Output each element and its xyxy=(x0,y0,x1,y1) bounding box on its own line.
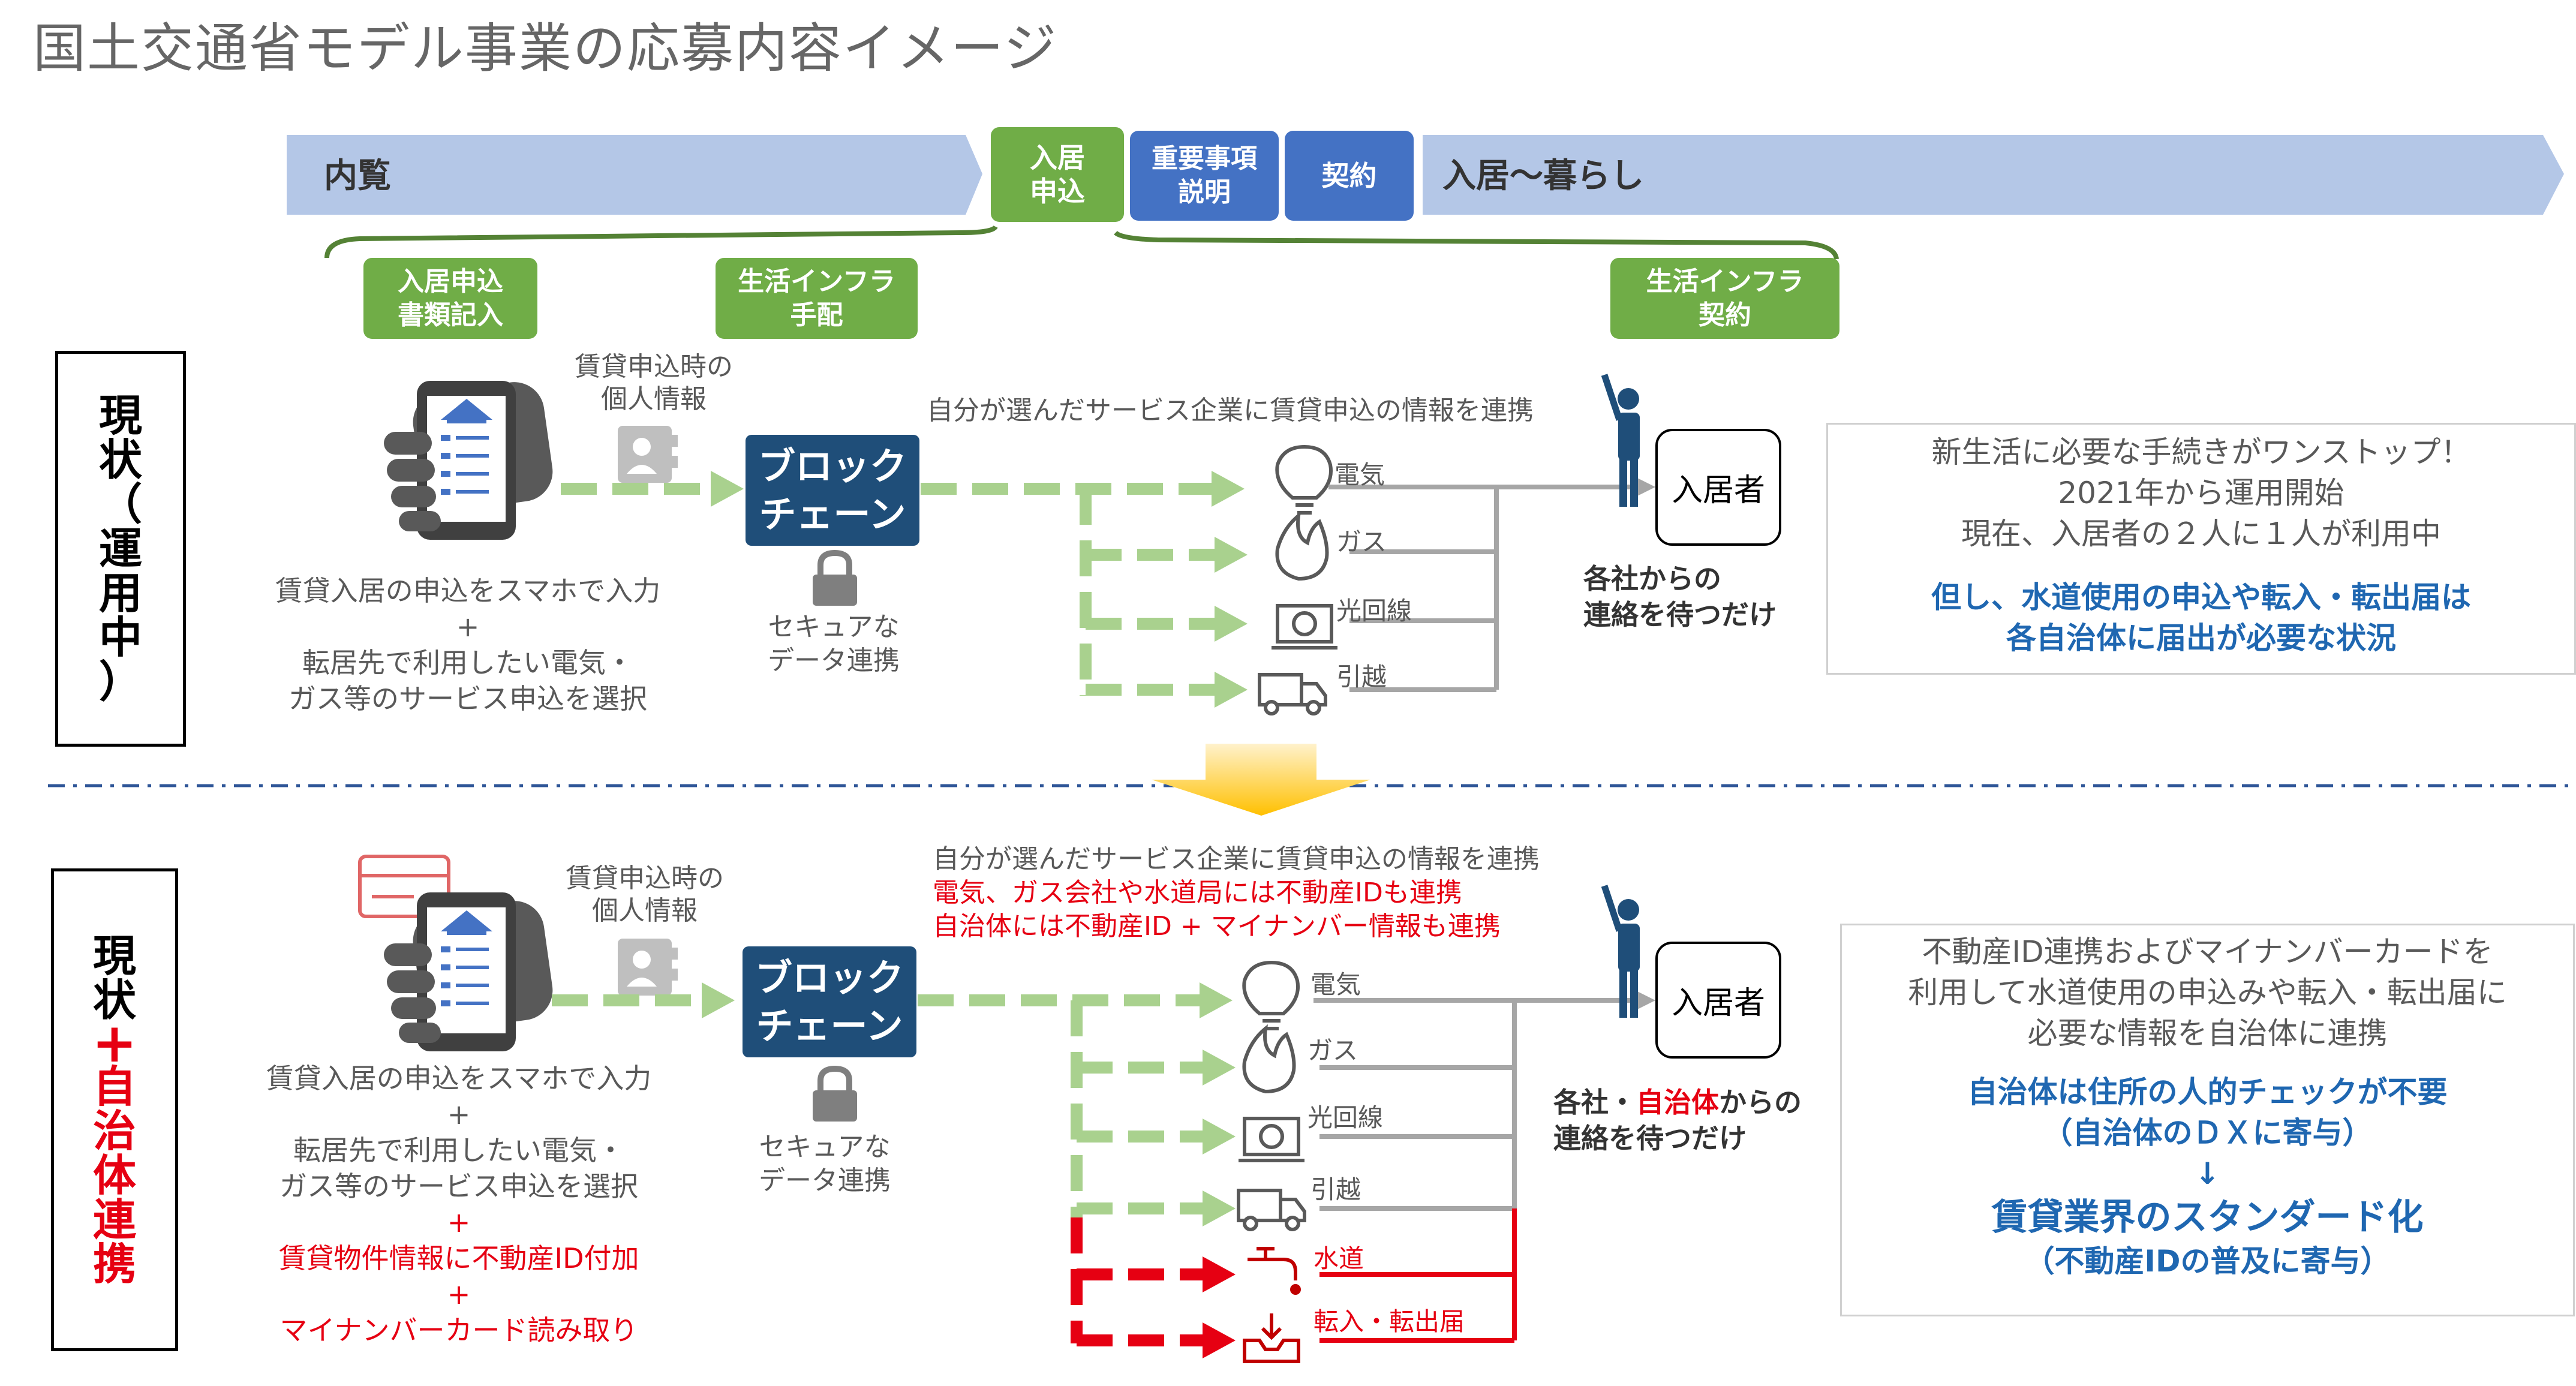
bulb-icon xyxy=(1275,444,1333,515)
flow-apply-box: 入居申込 xyxy=(991,127,1124,222)
proposal-blockchain-box: ブロックチェーン xyxy=(743,946,916,1057)
service-moving-notice: 転入・転出届 xyxy=(1313,1307,1465,1336)
proposal-wait-text: 各社・自治体からの 連絡を待つだけ xyxy=(1553,1086,1802,1155)
current-gray-lines xyxy=(1328,485,1631,692)
brace-right xyxy=(1114,230,1839,260)
proposal-red-lines xyxy=(1319,1208,1517,1343)
flame-icon xyxy=(1275,511,1329,581)
proposal-red-arrows xyxy=(1071,1217,1203,1346)
step-infra-contract-box: 生活インフラ契約 xyxy=(1610,258,1839,339)
service-fiber-2: 光回線 xyxy=(1307,1103,1384,1132)
proposal-info-box: 不動産ID連携およびマイナンバーカードを 利用して水道使用の申込みや転入・転出届… xyxy=(1840,924,2575,1316)
proposal-red-arrowheads xyxy=(1203,1256,1236,1358)
current-phone-desc: 賃貸入居の申込をスマホで入力 + 転居先で利用したい電気・ ガス等のサービス申込… xyxy=(275,575,661,715)
service-moving: 引越 xyxy=(1336,662,1387,692)
contact-card-icon-2 xyxy=(618,939,678,996)
lock-icon-2 xyxy=(813,1065,857,1122)
phone-hand-icon xyxy=(384,381,553,540)
page-title: 国土交通省モデル事業の応募内容イメージ xyxy=(33,17,1058,79)
flow-living-arrow xyxy=(1423,135,2564,215)
service-gas: ガス xyxy=(1336,527,1387,557)
current-wait-text: 各社からの連絡を待つだけ xyxy=(1583,563,1777,631)
current-info-box: 新生活に必要な手続きがワンストップ！ 2021年から運用開始 現在、入居者の２人… xyxy=(1826,423,2576,675)
current-blockchain-box: ブロックチェーン xyxy=(746,435,919,546)
service-moving-2: 引越 xyxy=(1310,1175,1361,1204)
step-infra-arrange-box: 生活インフラ手配 xyxy=(716,258,918,339)
proposal-personal-info: 賃貸申込時の個人情報 xyxy=(566,863,724,926)
inbox-icon xyxy=(1243,1313,1300,1363)
flow-viewing: 内覧 xyxy=(324,157,391,196)
proposal-service-notes: 自分が選んだサービス企業に賃貸申込の情報を連携 電気、ガス会社や水道局には不動産… xyxy=(933,844,1540,942)
proposal-gray-lines xyxy=(1313,998,1631,1211)
bulb-icon-2 xyxy=(1242,960,1300,1030)
truck-icon xyxy=(1258,673,1327,715)
service-gas-2: ガス xyxy=(1307,1036,1358,1065)
brace-left xyxy=(324,225,998,258)
service-fiber: 光回線 xyxy=(1336,596,1412,626)
step-form-box: 入居申込書類記入 xyxy=(363,258,537,339)
current-green-arrows xyxy=(561,483,1215,696)
current-side-label: 現 状 （ 運 用 中 ） xyxy=(55,351,186,747)
contact-card-icon xyxy=(618,426,678,483)
person-raising-hand-icon xyxy=(1601,374,1640,507)
current-service-note: 自分が選んだサービス企業に賃貸申込の情報を連携 xyxy=(927,395,1534,426)
laptop-icon-2 xyxy=(1239,1117,1304,1162)
flame-icon-2 xyxy=(1242,1024,1296,1094)
proposal-side-label: 現 状 + 自 治 体 連 携 xyxy=(51,868,178,1351)
flow-explain-box: 重要事項説明 xyxy=(1130,131,1279,221)
truck-icon-2 xyxy=(1237,1189,1306,1231)
service-electricity-2: 電気 xyxy=(1310,970,1361,999)
proposal-phone-desc: 賃貸入居の申込をスマホで入力 + 転居先で利用したい電気・ ガス等のサービス申込… xyxy=(266,1062,652,1346)
current-secure-text: セキュアなデータ連携 xyxy=(768,612,900,676)
current-resident-box: 入居者 xyxy=(1655,429,1781,546)
proposal-green-arrowheads xyxy=(702,982,1236,1226)
service-water: 水道 xyxy=(1313,1244,1364,1273)
proposal-secure-text: セキュアなデータ連携 xyxy=(759,1132,891,1196)
service-electricity: 電気 xyxy=(1334,460,1385,489)
flow-viewing-arrow xyxy=(287,135,982,215)
phone-hand-icon-2 xyxy=(384,892,553,1051)
flow-contract-box: 契約 xyxy=(1285,131,1414,221)
laptop-icon xyxy=(1272,604,1337,650)
current-green-arrowheads xyxy=(711,471,1248,708)
proposal-green-arrows xyxy=(552,994,1203,1217)
proposal-resident-box: 入居者 xyxy=(1655,942,1781,1059)
down-arrow xyxy=(1152,744,1370,816)
current-personal-info: 賃貸申込時の個人情報 xyxy=(575,351,733,414)
lock-icon xyxy=(813,549,857,606)
mynumber-card-icon xyxy=(358,855,450,918)
person-raising-hand-icon-2 xyxy=(1601,885,1640,1018)
flow-living: 入居〜暮らし xyxy=(1442,157,1644,196)
faucet-icon xyxy=(1248,1247,1301,1295)
